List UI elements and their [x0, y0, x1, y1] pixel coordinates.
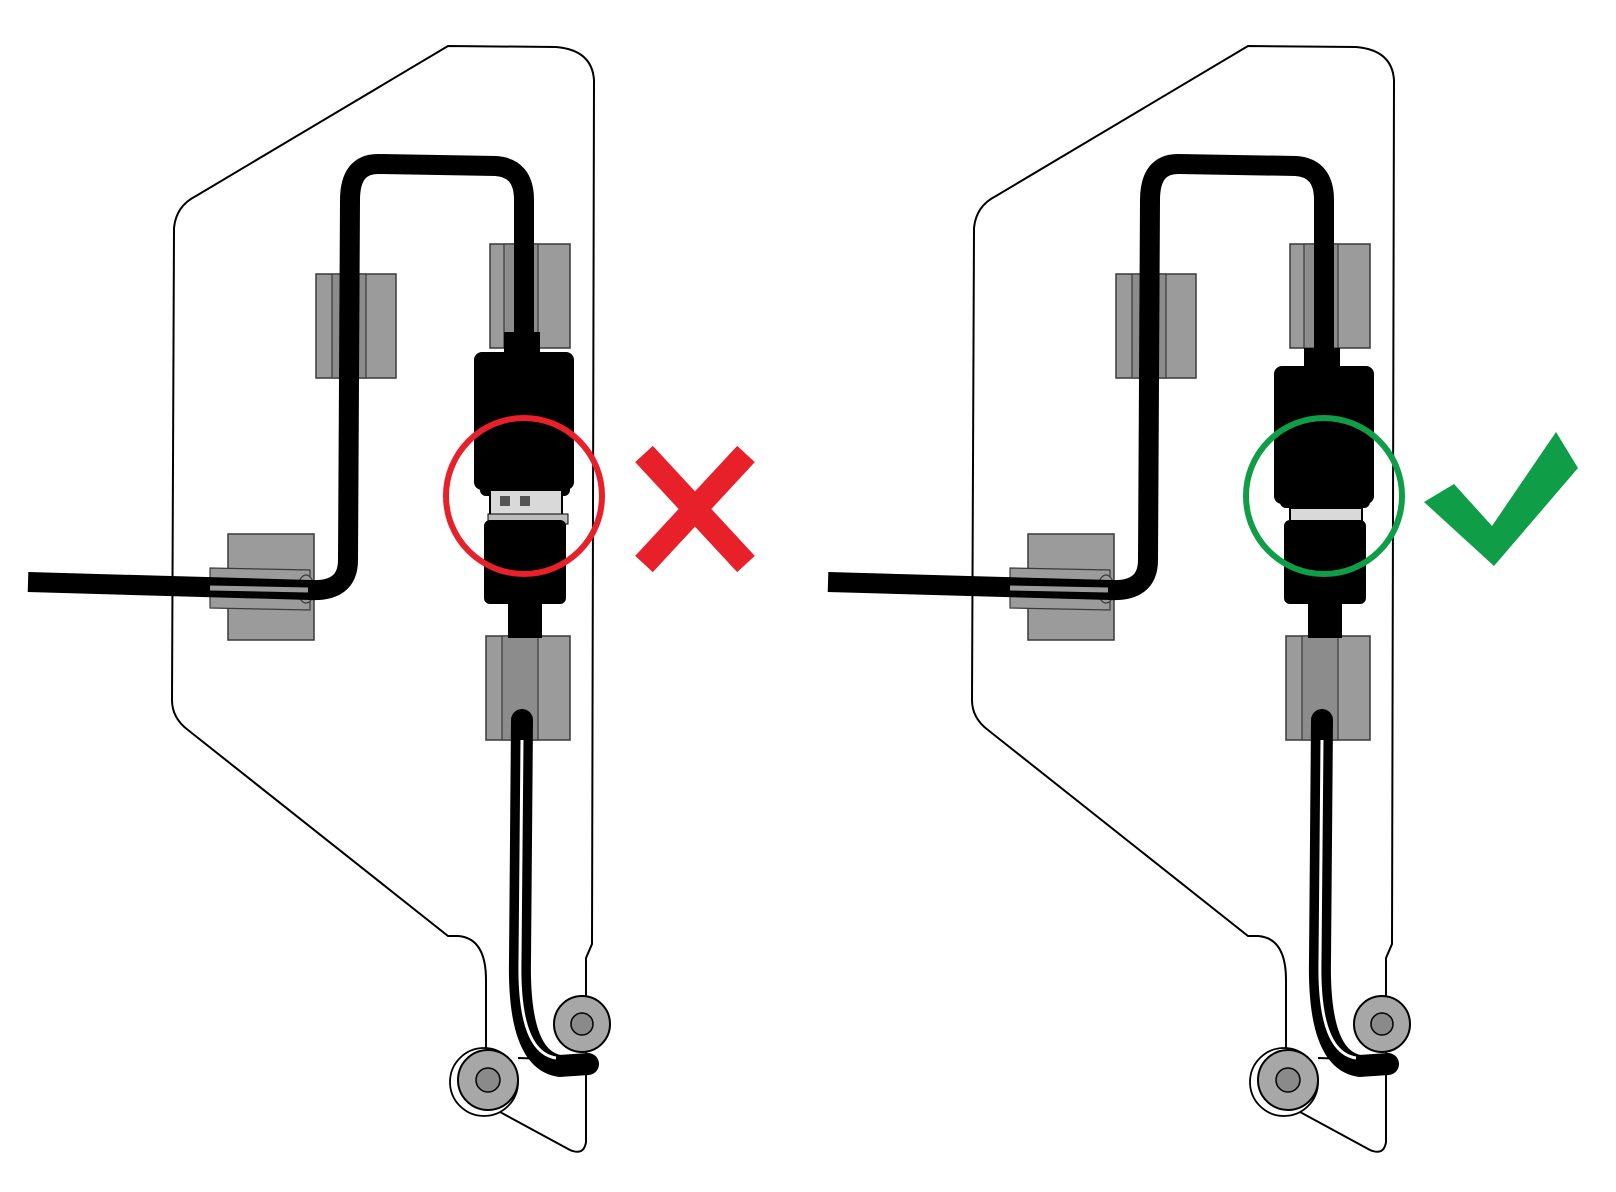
usb-plug-seated — [1289, 507, 1363, 523]
roller-upper — [553, 995, 611, 1053]
mounting-panel-outline — [970, 44, 1396, 1153]
usb-connector-top — [1274, 348, 1374, 508]
cable-upper-loop-highlight — [209, 585, 309, 593]
mounting-panel-outline — [170, 44, 596, 1153]
roller-upper — [1353, 995, 1411, 1053]
usb-connector-bottom — [484, 520, 566, 638]
cable-upper-loop-highlight — [1009, 585, 1109, 593]
roller-lower — [449, 1047, 519, 1117]
usb-connector-bottom — [1284, 520, 1366, 638]
panel-correct — [827, 44, 1578, 1153]
highlight-circle-green — [1243, 415, 1405, 577]
roller-lower — [1249, 1047, 1319, 1117]
cable-upper-loop — [827, 154, 1334, 601]
checkmark-icon — [1424, 432, 1578, 566]
highlight-circle-red — [443, 415, 605, 577]
x-icon — [635, 445, 755, 573]
usb-connector-top — [474, 332, 574, 496]
cable-upper-loop — [27, 154, 534, 601]
usb-plug-exposed — [487, 489, 569, 525]
panel-incorrect — [27, 44, 755, 1153]
